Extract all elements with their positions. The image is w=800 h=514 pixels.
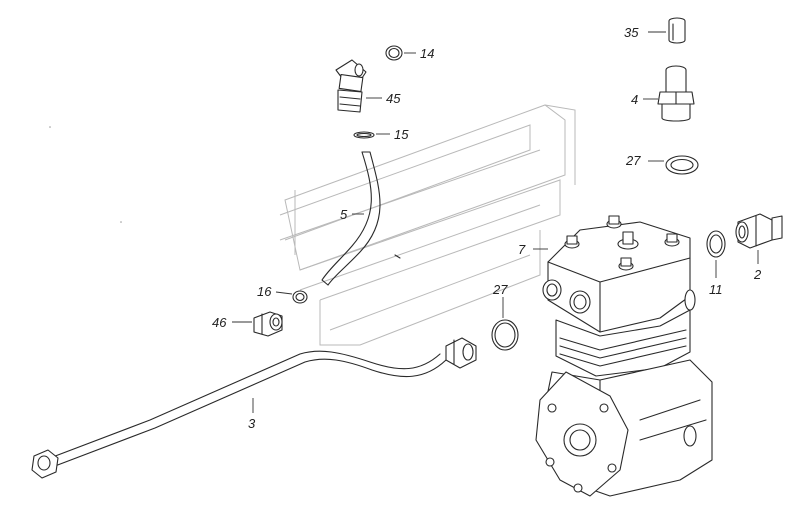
tube-end-nut-left <box>31 449 59 479</box>
callout-46: 46 <box>212 315 227 330</box>
callout-35: 35 <box>624 25 639 40</box>
part-2-adapter-fitting <box>735 213 783 249</box>
small-mark <box>394 254 401 259</box>
part-16-ring <box>292 290 308 304</box>
callout-27-left: 27 <box>492 282 508 297</box>
callout-4: 4 <box>631 92 638 107</box>
scan-specks <box>49 126 122 223</box>
part-14-ring <box>385 45 403 61</box>
callout-3: 3 <box>248 416 256 431</box>
part-11-ring <box>706 230 726 258</box>
callout-5: 5 <box>340 207 348 222</box>
leader-16 <box>275 291 293 295</box>
part-15-o-ring <box>353 131 375 139</box>
background-outline <box>279 104 576 346</box>
callout-2: 2 <box>753 267 762 282</box>
part-27-washer-right <box>665 155 699 175</box>
callout-15: 15 <box>394 127 409 142</box>
part-3-tube <box>31 337 477 479</box>
part-27-ring-left <box>491 319 519 351</box>
tube-end-nut-right <box>445 337 477 369</box>
part-46-nut <box>253 311 283 337</box>
part-35-plug <box>668 17 686 44</box>
part-5-hose <box>321 151 381 286</box>
part-45-elbow-fitting <box>335 59 367 113</box>
callout-27-right: 27 <box>625 153 641 168</box>
callout-7: 7 <box>518 242 526 257</box>
callout-14: 14 <box>420 46 434 61</box>
callout-45: 45 <box>386 91 401 106</box>
part-4-union-fitting <box>657 65 695 122</box>
callout-16: 16 <box>257 284 272 299</box>
part-7-compressor <box>535 215 713 497</box>
callout-11: 11 <box>709 282 723 297</box>
